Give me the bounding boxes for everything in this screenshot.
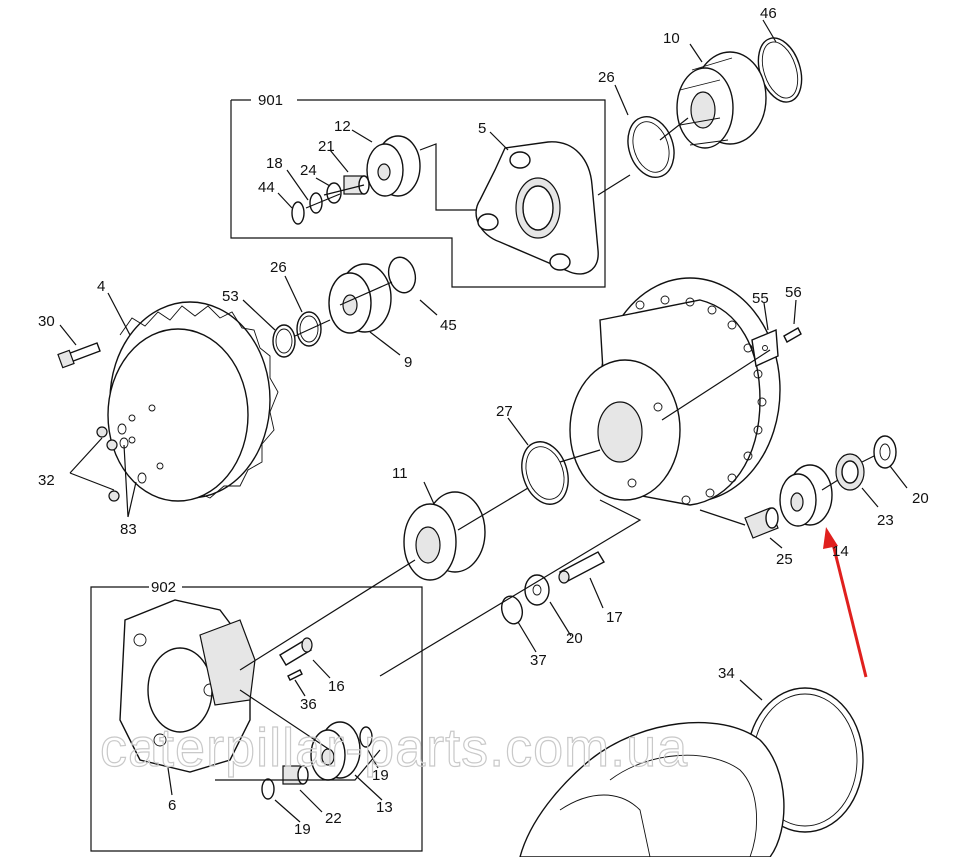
label-37: 37 [530, 652, 547, 669]
red-indicator-arrow [823, 527, 868, 678]
label-901: 901 [258, 92, 283, 109]
group-902-frame [90, 586, 423, 852]
label-83: 83 [120, 521, 137, 538]
label-32: 32 [38, 472, 55, 489]
callout-leaders [59, 19, 908, 823]
label-26-top: 26 [598, 69, 615, 86]
label-19-right: 19 [372, 767, 389, 784]
label-11: 11 [392, 465, 408, 482]
label-27: 27 [496, 403, 513, 420]
label-26-mid: 26 [270, 259, 287, 276]
label-16: 16 [328, 678, 345, 695]
connection-lines [215, 117, 875, 781]
part-11-sun-gear [403, 491, 486, 581]
part-23-needle-bearing [835, 453, 865, 491]
part-30-bolt [57, 342, 101, 369]
part-46-snap-ring [757, 37, 803, 103]
watermark-text: caterpillar-parts.com.ua [100, 718, 688, 778]
label-10: 10 [663, 30, 680, 47]
label-4: 4 [97, 278, 105, 295]
label-25: 25 [776, 551, 793, 568]
part-56-screw [783, 327, 802, 343]
label-45: 45 [440, 317, 457, 334]
part-10-gear [676, 51, 767, 149]
label-12: 12 [334, 118, 351, 135]
part-37-snap-ring [500, 595, 524, 625]
part-6-carrier [119, 599, 256, 773]
label-17: 17 [606, 609, 623, 626]
part-25-sleeve [744, 507, 779, 539]
label-23: 23 [877, 512, 894, 529]
lower-housing [519, 721, 785, 857]
part-16-pin [279, 637, 313, 666]
part-53-ring [272, 324, 296, 358]
label-53: 53 [222, 288, 239, 305]
label-21: 21 [318, 138, 335, 155]
label-5: 5 [478, 120, 486, 137]
part-27-ring [521, 441, 569, 505]
label-56: 56 [785, 284, 802, 301]
label-13: 13 [376, 799, 393, 816]
part-32-plugs [96, 426, 120, 502]
label-34: 34 [718, 665, 735, 682]
part-19-ring-b [261, 778, 275, 800]
part-9-gear [328, 263, 392, 334]
part-13-planet-gear [310, 721, 361, 781]
group-901-frame [230, 99, 606, 288]
label-22: 22 [325, 810, 342, 827]
part-18-washer [309, 192, 323, 214]
label-44: 44 [258, 179, 275, 196]
label-19-bottom: 19 [294, 821, 311, 838]
part-19-ring-a [359, 726, 373, 748]
part-12-planet-gear [366, 135, 421, 197]
callout-labels: 46 10 26 901 5 12 21 18 24 44 26 53 45 9… [38, 5, 929, 838]
hub-bolt-holes [635, 295, 767, 505]
label-20-right: 20 [912, 490, 929, 507]
part-21-needle-bearing [343, 175, 370, 195]
label-20-mid: 20 [566, 630, 583, 647]
part-14-planet-gear [779, 464, 833, 527]
label-14: 14 [832, 543, 849, 560]
part-4-cover [107, 301, 279, 502]
part-17-pin [558, 551, 605, 584]
part-20-washer-mid [524, 574, 550, 606]
label-55: 55 [752, 290, 769, 307]
label-36: 36 [300, 696, 317, 713]
hub-assembly [569, 277, 781, 506]
label-46: 46 [760, 5, 777, 22]
label-24: 24 [300, 162, 317, 179]
part-26-ring-top [627, 116, 675, 178]
label-18: 18 [266, 155, 283, 172]
label-30: 30 [38, 313, 55, 330]
part-5-planet-carrier [475, 141, 599, 275]
label-9: 9 [404, 354, 412, 371]
part-20-washer-right [873, 435, 897, 469]
label-902: 902 [151, 579, 176, 596]
part-45-snap-ring [387, 256, 417, 294]
part-36-roll-pin [287, 669, 303, 681]
part-44-snap-ring [291, 201, 305, 225]
label-6: 6 [168, 797, 176, 814]
